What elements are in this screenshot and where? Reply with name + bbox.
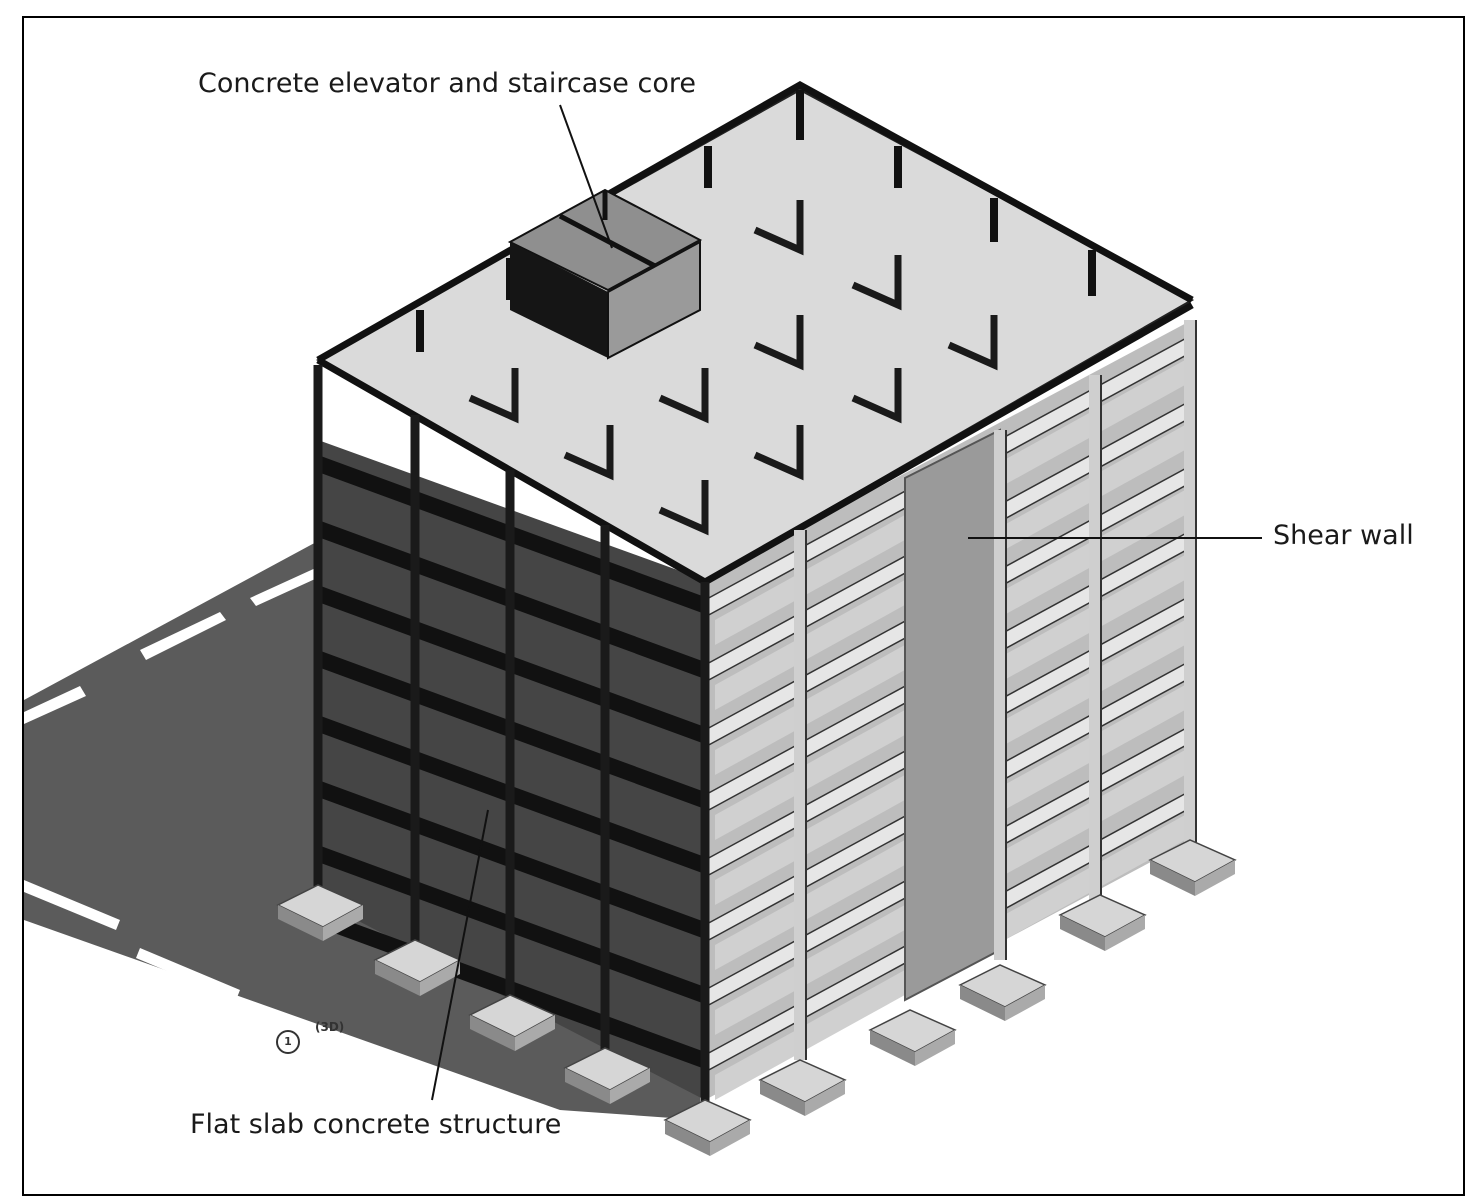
footing-side [1105,915,1145,951]
footing-side [470,1015,515,1051]
roof-stub [468,368,519,424]
elevator-staircase-core [507,188,703,360]
label-flat-slab: Flat slab concrete structure [190,1109,562,1140]
roof-stub [851,255,902,311]
view-marker: 1 [276,1030,300,1054]
footing-side [515,1015,555,1051]
footing-side [915,1030,955,1066]
footing-side [375,960,420,996]
footing-side [665,1120,710,1156]
footing-side [420,960,460,996]
leader-core [559,104,613,249]
leader-lines [431,104,1262,1101]
footing-side [710,1120,750,1156]
footing-side [1005,985,1045,1021]
shadow-stripes [24,566,326,1000]
footing-side [323,905,363,941]
roof-stub [563,425,614,481]
footings [276,839,1237,1156]
footing-side [1195,860,1235,896]
footing-side [760,1080,805,1116]
roof-stub [753,200,804,256]
structural-columns [313,320,1197,1105]
roof-stub [753,425,804,481]
footing-side [610,1068,650,1104]
footing-side [805,1080,845,1116]
shear-wall [904,428,1001,1002]
roof-stub [753,315,804,371]
roof-stub [851,368,902,424]
leader-slab [431,809,489,1101]
footing-side [1060,915,1105,951]
footing-side [1150,860,1195,896]
view-tag: (3D) [315,1020,345,1034]
footing-side [960,985,1005,1021]
footing-side [565,1068,610,1104]
roof-stub [658,480,709,536]
roof-column-stubs [468,200,998,536]
label-core: Concrete elevator and staircase core [198,68,696,99]
roof-stub [947,315,998,371]
label-shear-wall: Shear wall [1273,520,1414,551]
footing-side [870,1030,915,1066]
footing-side [278,905,323,941]
roof-stub [658,368,709,424]
